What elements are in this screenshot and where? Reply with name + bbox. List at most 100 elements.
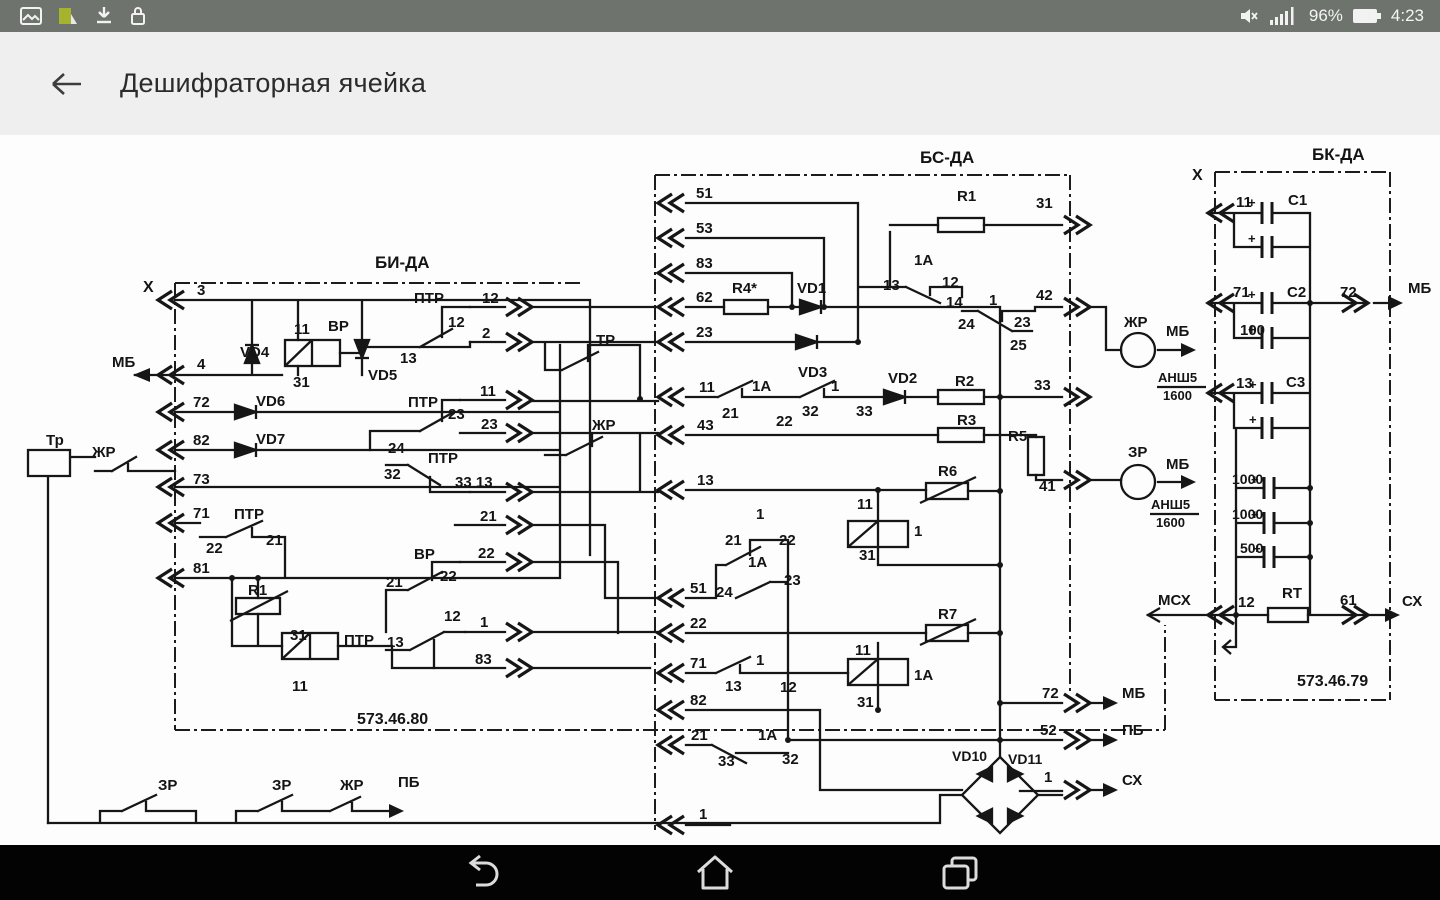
schematic-label: МСХ [1158,592,1191,609]
schematic-label: 11 [1236,194,1252,211]
schematic-label: 12 [780,679,797,696]
schematic-label: R4* [732,280,757,297]
mute-icon [1239,7,1259,25]
schematic-label: 31 [859,547,876,564]
resistor-R7 [924,623,970,643]
pin-chevron-icon [1063,692,1093,714]
schematic-label: RT [1282,585,1302,602]
ground-corner-arrow [1221,639,1232,655]
pin-chevron-icon [155,512,185,534]
schematic-label: 71 [1233,284,1250,301]
schematic-label: 500 [1240,540,1264,556]
pb-arrow [1103,733,1118,747]
schematic-label: + [1248,195,1256,210]
schematic-label: VD7 [256,431,285,448]
navigation-bar [0,845,1440,900]
schematic-label: 72 [1340,284,1357,301]
relay-coil-1A [846,657,910,687]
resistor-RT [1266,606,1310,624]
schematic-label: 1000 [1232,471,1263,487]
pin-chevron-icon [655,587,685,609]
components [229,202,1310,835]
schematic-label: МБ [1408,280,1431,297]
schematic-label: 32 [782,751,799,768]
schematic-label: БИ-ДА [375,253,430,272]
pin-chevron-icon [1063,469,1093,491]
nav-home-icon [697,855,733,890]
schematic-label: 22 [690,615,707,632]
diodes [233,298,1025,825]
schematic-label: 1А [748,554,767,571]
bridge-diode [1006,807,1025,825]
schematic-label: 71 [193,505,210,522]
schematic-label: 11 [857,496,873,513]
pin-chevron-icon [1341,604,1371,626]
schematic-label: + [1248,231,1256,246]
schematic-label: 71 [690,655,707,672]
schematic-label: 31 [1036,195,1053,212]
schematic-label: R6 [938,463,957,480]
schematic-label: 41 [1039,478,1056,495]
schematic-label: 21 [722,405,739,422]
nav-home-button[interactable] [675,851,755,895]
schematic-label: 82 [690,692,707,709]
schematic-label: + [1249,377,1257,392]
schematic-label: R7 [938,606,957,623]
schematic-label: 21 [266,532,283,549]
schematic-label: R1 [248,582,267,599]
schematic-label: VD3 [798,364,827,381]
pin-chevron-icon [655,622,685,644]
sx-arrow [1385,608,1400,622]
schematic-label: 61 [1340,592,1357,609]
schematic-label: СХ [1402,593,1422,610]
nav-recents-button[interactable] [920,851,1000,895]
resistor-R5 [1026,435,1046,477]
diode-VD2 [882,388,909,406]
thermistor-slash [919,475,977,505]
schematic-label: + [1251,507,1259,522]
pin-chevron-icon [505,389,535,411]
nav-back-button[interactable] [440,851,520,895]
schematic-label: 1 [914,523,922,540]
schematic-label: VD5 [368,367,397,384]
terminal-arrows [133,296,1403,818]
wires [26,201,1400,827]
schematic-label: 24 [716,584,733,601]
back-button[interactable] [36,54,96,114]
pin-chevron-icon [1063,779,1093,801]
pin-chevron-icon [505,657,535,679]
schematic-label: VD4 [240,344,270,361]
schematic-label: 11 [480,383,496,400]
schematic-image: БИ-ДАБС-ДАБК-ДА573.46.80573.46.79XX3МБ47… [26,145,1431,836]
relay-coil-PTR [280,631,340,661]
signal-icon [1269,6,1299,26]
pin-chevron-icon [505,621,535,643]
pin-chevron-icon [655,479,685,501]
schematic-label: Тр [46,432,64,449]
app-bar: Дешифраторная ячейка [0,32,1440,136]
schematic-label: 12 [1238,594,1255,611]
schematic-label: R1 [957,188,976,205]
schematic-label: МБ [112,354,135,371]
mb-arrow [133,368,150,382]
schematic-label: VD1 [797,280,826,297]
pin-chevron-icon [1205,202,1235,224]
schematic-label: ПТР [428,450,458,467]
diode-VD3 [794,333,821,351]
schematic-label: ЗР [1128,444,1147,461]
schematic-label: 51 [696,185,713,202]
schematic-label: 83 [475,651,492,668]
schematic-label: ПТР [234,506,264,523]
schematic-label: 23 [1014,314,1031,331]
pin-chevron-icon [505,296,535,318]
schematic-label: 1 [756,652,764,669]
schematic-label: 21 [725,532,742,549]
schematic-label: 12 [444,608,461,625]
schematic-label: 11 [699,379,715,396]
schematic-label: 25 [1010,337,1027,354]
pin-chevron-icon [655,662,685,684]
page-title: Дешифраторная ячейка [120,68,427,98]
diode-VD7 [233,441,260,459]
